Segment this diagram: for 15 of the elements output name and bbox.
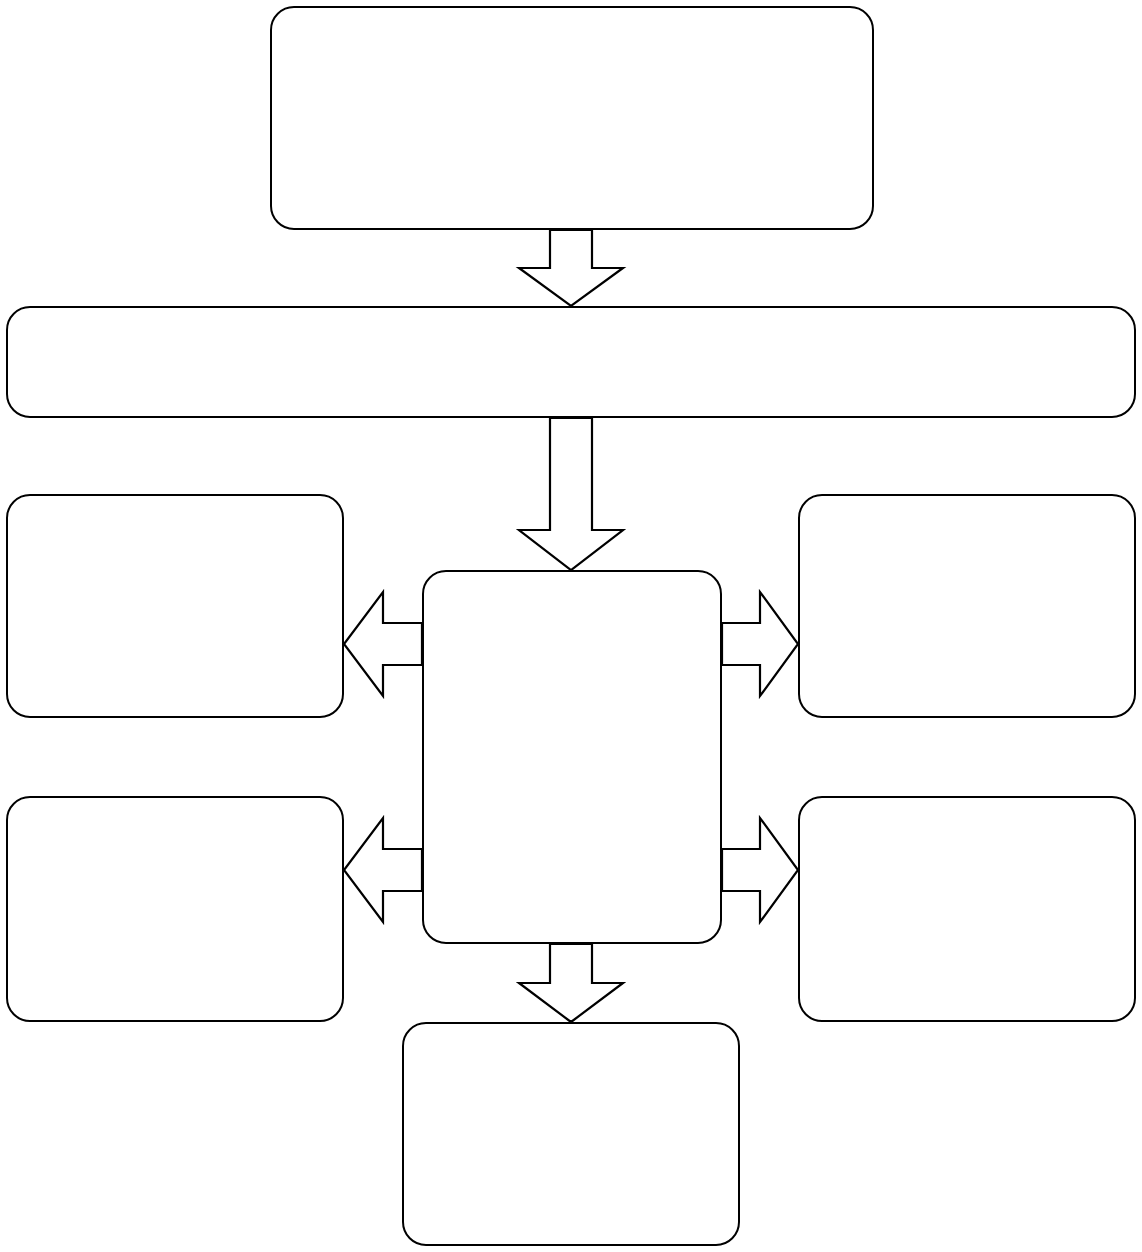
block-arrow — [342, 814, 424, 926]
block-arrow — [515, 416, 627, 572]
empty-box — [6, 494, 344, 718]
block-arrow — [720, 814, 800, 926]
empty-box — [6, 306, 1136, 418]
empty-box — [798, 796, 1136, 1022]
block-arrow — [342, 588, 424, 700]
block-arrow — [515, 942, 627, 1024]
block-arrow — [720, 588, 800, 700]
empty-box — [422, 570, 722, 944]
empty-box — [6, 796, 344, 1022]
block-arrow — [515, 228, 627, 308]
empty-box — [270, 6, 874, 230]
empty-box — [402, 1022, 740, 1246]
empty-box — [798, 494, 1136, 718]
